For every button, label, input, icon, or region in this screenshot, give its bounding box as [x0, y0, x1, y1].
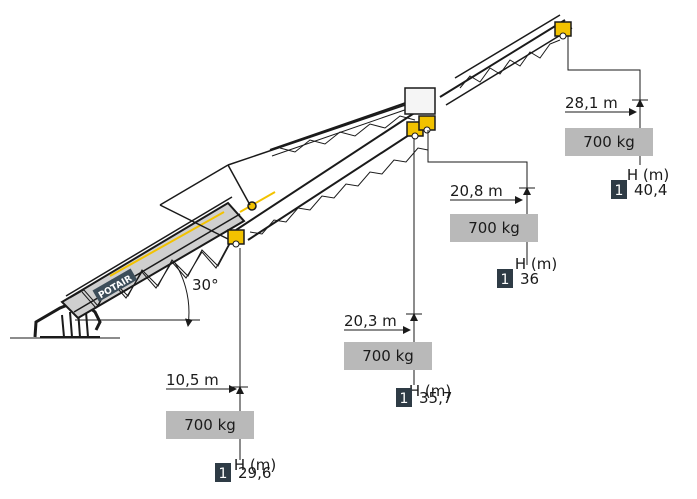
crane-tower — [60, 191, 276, 320]
badge-3 — [497, 269, 513, 288]
trolleys — [227, 21, 572, 248]
badge-label-1: 1 — [219, 466, 228, 482]
height-unit-label-4: H (m) — [627, 166, 669, 184]
load-label-2: 700 kg — [362, 347, 414, 365]
load-box-1 — [166, 411, 254, 439]
trolley-3 — [418, 115, 436, 134]
radius-label-4: 28,1 m — [565, 94, 618, 112]
badge-4 — [611, 180, 627, 199]
jib-section-1 — [235, 87, 436, 241]
load-box-3 — [450, 214, 538, 242]
load-label-4: 700 kg — [583, 133, 635, 151]
crane-base — [33, 298, 102, 338]
hook-group-1: 10,5 m 700 kg H (m) 1 29,6 — [166, 248, 276, 482]
jib-section-2 — [439, 14, 573, 106]
angle-label: 30° — [192, 276, 219, 294]
height-unit-label-3: H (m) — [515, 255, 557, 273]
trolley-4 — [554, 21, 572, 40]
hook-group-4: 28,1 m 700 kg H (m)1 40,4 — [565, 36, 669, 199]
badge-1 — [215, 463, 231, 482]
height-value-3: 36 — [520, 270, 539, 288]
height-value-2: 35,7 — [419, 389, 452, 407]
badge-label-4: 1 — [615, 183, 624, 199]
height-value-1: 29,6 — [238, 464, 271, 482]
load-label-1: 700 kg — [184, 416, 236, 434]
load-box-4 — [565, 128, 653, 156]
hook-group-2: 20,3 m 700 kg H (m)1 35,7 — [344, 138, 452, 407]
hook-group-3: 20,8 m 700 kg H (m) 1 36 — [427, 130, 557, 288]
badge-2 — [396, 388, 412, 407]
load-label-3: 700 kg — [468, 219, 520, 237]
hook-line-3 — [427, 130, 528, 265]
height-value-4: 40,4 — [634, 181, 667, 199]
load-box-2 — [344, 342, 432, 370]
height-unit-label-2: H (m) — [409, 382, 451, 400]
trolley-1 — [227, 229, 245, 248]
badge-label-2: 1 — [400, 391, 409, 407]
height-unit-label-1: H (m) — [234, 456, 276, 474]
radius-label-2: 20,3 m — [344, 312, 397, 330]
radius-label-3: 20,8 m — [450, 182, 503, 200]
badge-label-3: 1 — [501, 272, 510, 288]
radius-label-1: 10,5 m — [166, 371, 219, 389]
